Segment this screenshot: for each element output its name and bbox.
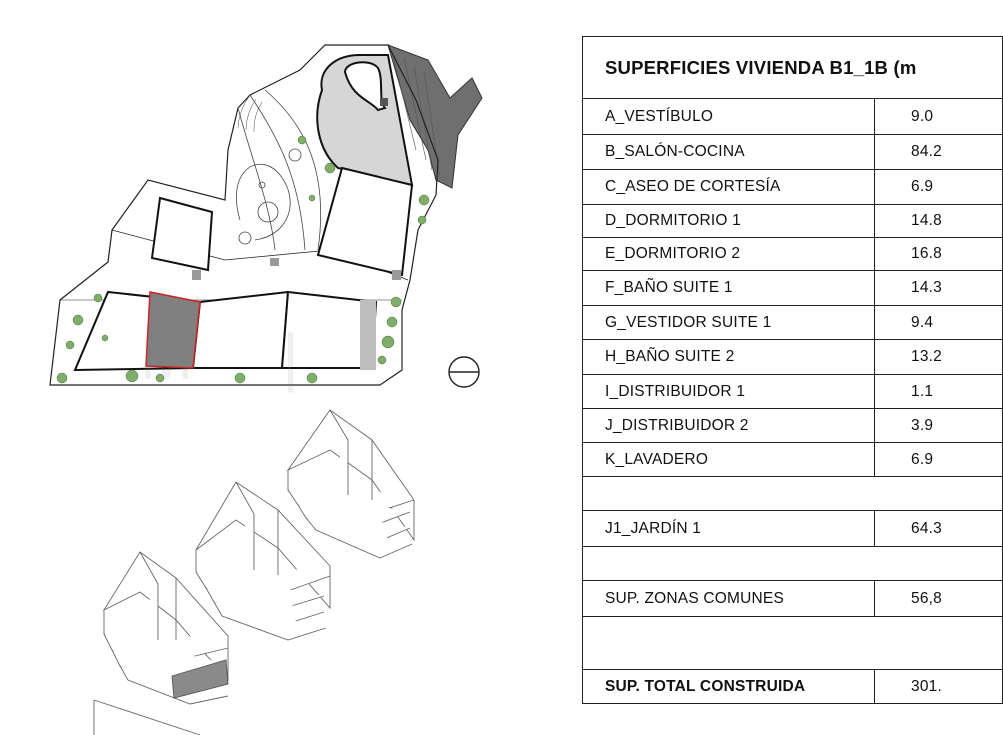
- room-area: 14.3: [874, 270, 1003, 306]
- axonometric-view: [93, 409, 415, 735]
- common-areas-label: SUP. ZONAS COMUNES: [582, 580, 875, 617]
- area-table: SUPERFICIES VIVIENDA B1_1B (m A_VESTÍBUL…: [582, 36, 1003, 704]
- room-label: H_BAÑO SUITE 2: [582, 339, 875, 375]
- room-label: E_DORMITORIO 2: [582, 237, 875, 271]
- room-area: 3.9: [874, 408, 1003, 443]
- room-label: F_BAÑO SUITE 1: [582, 270, 875, 306]
- table-title: SUPERFICIES VIVIENDA B1_1B (m: [582, 36, 1003, 99]
- room-area: 9.0: [874, 98, 1003, 135]
- spacer-row: [582, 476, 1003, 511]
- site-plan-drawing: [49, 44, 483, 735]
- total-value: 301.: [874, 669, 1003, 704]
- table-row: A_VESTÍBULO 9.0: [582, 98, 1003, 135]
- pool-deck: [316, 54, 414, 187]
- garden-paths: [235, 89, 322, 251]
- room-area: 84.2: [874, 134, 1003, 170]
- table-row: H_BAÑO SUITE 2 13.2: [582, 339, 1003, 375]
- room-label: B_SALÓN-COCINA: [582, 134, 875, 170]
- area-table-container: SUPERFICIES VIVIENDA B1_1B (m A_VESTÍBUL…: [582, 36, 1003, 704]
- table-row: F_BAÑO SUITE 1 14.3: [582, 270, 1003, 306]
- vegetation: [56, 135, 430, 384]
- table-row: K_LAVADERO 6.9: [582, 442, 1003, 477]
- room-label: A_VESTÍBULO: [582, 98, 875, 135]
- common-areas-value: 56,8: [874, 580, 1003, 617]
- table-row: E_DORMITORIO 2 16.8: [582, 237, 1003, 271]
- house-footprints: [73, 166, 414, 372]
- spacer-row: [582, 546, 1003, 581]
- service-blocks: [192, 258, 401, 370]
- table-row: G_VESTIDOR SUITE 1 9.4: [582, 305, 1003, 340]
- room-label: K_LAVADERO: [582, 442, 875, 477]
- room-label: C_ASEO DE CORTESÍA: [582, 169, 875, 205]
- room-area: 16.8: [874, 237, 1003, 271]
- spacer-row: [582, 616, 1003, 670]
- table-title-row: SUPERFICIES VIVIENDA B1_1B (m: [582, 36, 1003, 99]
- rock-slope: [387, 44, 483, 189]
- room-label: G_VESTIDOR SUITE 1: [582, 305, 875, 340]
- garden-label: J1_JARDÍN 1: [582, 510, 875, 547]
- orientation-symbol: [448, 356, 480, 388]
- room-area: 9.4: [874, 305, 1003, 340]
- total-row: SUP. TOTAL CONSTRUIDA 301.: [582, 669, 1003, 704]
- table-row: I_DISTRIBUIDOR 1 1.1: [582, 374, 1003, 409]
- table-row: J_DISTRIBUIDOR 2 3.9: [582, 408, 1003, 443]
- common-areas-row: SUP. ZONAS COMUNES 56,8: [582, 580, 1003, 617]
- room-area: 1.1: [874, 374, 1003, 409]
- room-label: J_DISTRIBUIDOR 2: [582, 408, 875, 443]
- room-label: I_DISTRIBUIDOR 1: [582, 374, 875, 409]
- room-area: 13.2: [874, 339, 1003, 375]
- total-label: SUP. TOTAL CONSTRUIDA: [582, 669, 875, 704]
- room-label: D_DORMITORIO 1: [582, 204, 875, 238]
- garden-area: 64.3: [874, 510, 1003, 547]
- table-row: D_DORMITORIO 1 14.8: [582, 204, 1003, 238]
- table-row: C_ASEO DE CORTESÍA 6.9: [582, 169, 1003, 205]
- room-area: 14.8: [874, 204, 1003, 238]
- room-area: 6.9: [874, 442, 1003, 477]
- highlighted-unit: [145, 291, 201, 369]
- garden-row: J1_JARDÍN 1 64.3: [582, 510, 1003, 547]
- room-area: 6.9: [874, 169, 1003, 205]
- table-row: B_SALÓN-COCINA 84.2: [582, 134, 1003, 170]
